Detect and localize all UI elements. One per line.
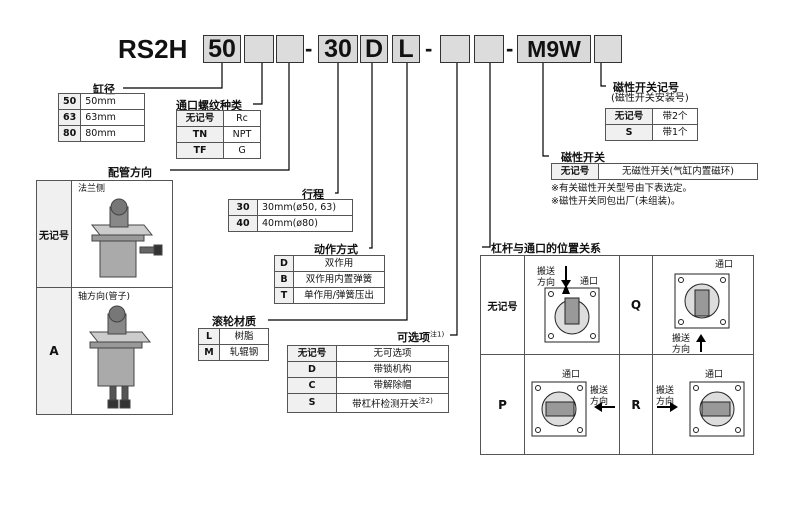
options-key: C [287,377,337,394]
action-key: D [274,255,294,272]
lever-plate-r [689,381,745,437]
options-value-note: 注2) [418,397,433,405]
dash-3: - [506,36,514,61]
lever-none-direction-text: 方向 [537,278,556,288]
options-title-note: 注1) [430,330,445,339]
piping-key-flange: 无记号 [36,180,72,288]
options-value-text: 带杠杆检测开关 [352,399,419,411]
options-value: 带杠杆检测开关注2) [336,392,449,414]
action-title: 动作方式 [314,243,358,256]
bore-key: 50 [57,93,82,110]
bore-code-box: 50 [203,35,241,63]
roller-key: M [198,344,220,361]
lever-cell-r [652,354,754,455]
options-key: S [287,392,337,414]
action-code-box: D [360,35,388,63]
switch-title: 磁性开关 [561,151,605,164]
stroke-code-box: 30 [318,35,358,63]
lever-p-conveying-text: 搬送 [590,386,609,396]
thread-key: TF [176,142,224,159]
thread-code-box [244,35,274,63]
stroke-value: 40mm(ø80) [257,215,353,232]
lever-none-port: 通口 [580,277,599,287]
lever-plate-q [674,273,730,329]
lever-r-port: 通口 [705,370,724,380]
piping-key-axial: A [36,287,72,415]
lever-p-direction-text: 方向 [590,397,609,407]
piping-label-flange: 法兰侧 [78,184,106,194]
roller-value: 轧辊钢 [219,344,269,361]
options-title-text: 可选项 [397,331,430,344]
switch-qty-code-box [594,35,622,63]
lever-title: 杠杆与通口的位置关系 [491,242,601,255]
lever-r-conveying: 搬送方向 [656,386,674,408]
switch-code-box: M9W [517,35,591,63]
bore-value: 80mm [80,125,146,142]
thread-value: G [223,142,261,159]
lever-q-port: 通口 [715,260,734,270]
bore-key: 63 [57,109,82,126]
thread-title: 通口螺纹种类 [176,99,242,112]
lever-none-conveying-text: 搬送 [537,267,556,277]
switch-qty-subtitle: (磁性开关安装号) [611,93,689,104]
switch-note-1: ※有关磁性开关型号由下表选定。 [551,183,692,194]
action-value: 单作用/弹簧压出 [293,287,385,304]
stroke-title: 行程 [302,188,324,201]
dash-2: - [425,36,433,61]
bore-title: 缸径 [93,83,115,96]
switch-qty-value: 带1个 [652,124,698,141]
switch-value: 无磁性开关(气缸内置磁环) [598,163,758,180]
option-code-box [440,35,470,63]
cylinder-axial-illustration [88,305,152,409]
lever-plate-none [544,284,600,343]
lever-none-conveying: 搬送方向 [537,267,555,289]
switch-qty-key: S [605,124,653,141]
piping-title: 配管方向 [108,166,152,179]
lever-q-direction-text: 方向 [672,345,691,355]
lever-p-conveying: 搬送方向 [590,386,608,408]
piping-label-axial: 轴方向(管子) [78,292,131,302]
lever-r-conveying-text: 搬送 [656,386,675,396]
lever-p-port: 通口 [562,370,581,380]
cylinder-flange-illustration [90,198,163,278]
lever-code-box [474,35,504,63]
options-title: 可选项注1) [397,329,444,345]
switch-note-2: ※磁性开关同包出厂(未组装)。 [551,196,681,207]
action-key: B [274,271,294,288]
piping-code-box [276,35,304,63]
model-prefix: RS2H [118,34,188,64]
bore-key: 80 [57,125,82,142]
switch-table: 无记号无磁性开关(气缸内置磁环) [551,163,758,180]
switch-qty-title: 磁性开关记号 [613,81,679,94]
roller-code-box: L [392,35,420,63]
lever-q-conveying: 搬送方向 [672,334,690,356]
lever-plate-p [531,381,587,437]
lever-q-conveying-text: 搬送 [672,334,691,344]
dash-1: - [305,36,313,61]
piping-cell-axial [71,287,173,415]
lever-r-direction-text: 方向 [656,397,675,407]
roller-title: 滚轮材质 [212,315,256,328]
stroke-key: 40 [228,215,258,232]
